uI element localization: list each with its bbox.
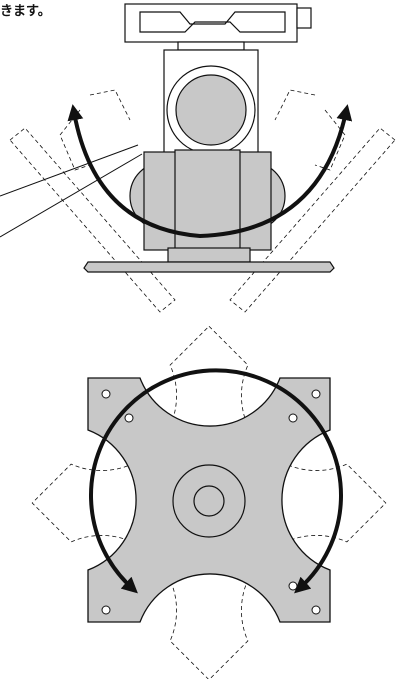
tilt-rotate-arrow xyxy=(67,104,353,239)
hole-bottom-right-inner xyxy=(288,581,298,591)
hole-top-left xyxy=(101,389,111,399)
top-bracket xyxy=(124,3,312,51)
ghost-plate-right xyxy=(229,89,396,313)
ghost-plate-left xyxy=(9,89,176,313)
hole-top-left-inner xyxy=(124,413,134,423)
swivel-rotate-arrow xyxy=(89,368,343,594)
ghost-plate-rotated xyxy=(31,325,387,679)
hole-top-right-inner xyxy=(288,413,298,423)
caption-text: きます。 xyxy=(0,4,51,19)
hole-bottom-left xyxy=(101,605,111,615)
hole-top-right xyxy=(311,389,321,399)
swivel-figure xyxy=(31,325,387,679)
vertical-arm xyxy=(163,49,259,156)
base-plate xyxy=(83,247,335,273)
hole-bottom-right xyxy=(311,605,321,615)
tilt-figure xyxy=(0,3,396,313)
center-hub xyxy=(172,464,246,538)
callout-leader xyxy=(0,144,143,238)
